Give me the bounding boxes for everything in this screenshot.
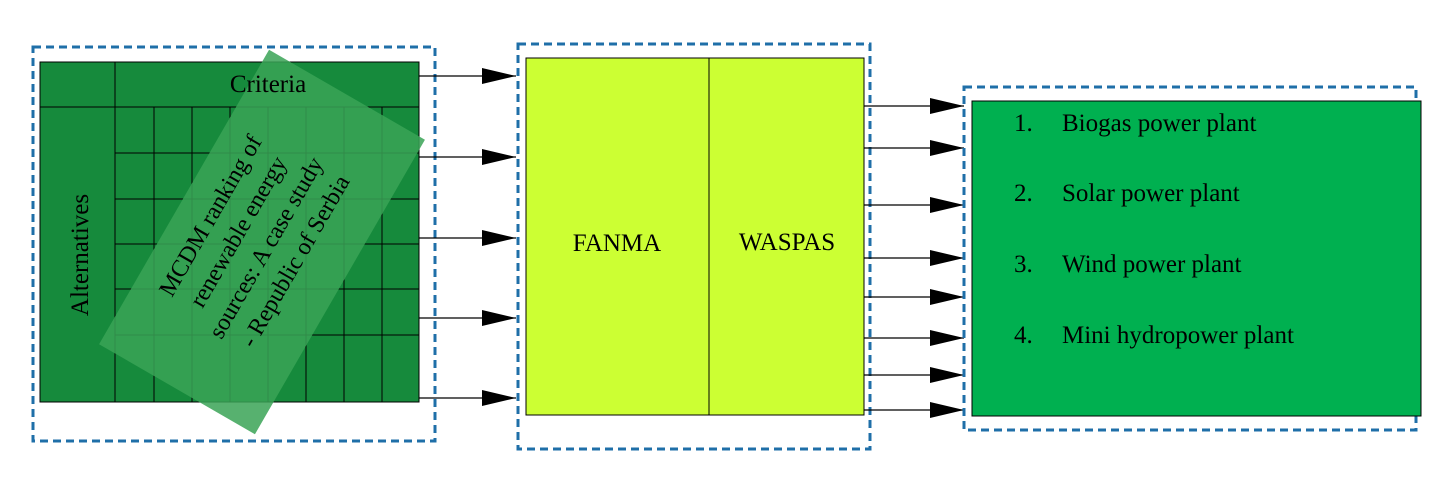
waspas-label: WASPAS: [739, 229, 835, 256]
rank-number-1: 1.: [1014, 110, 1033, 137]
arrows-matrix-to-methods: [419, 68, 516, 406]
matrix-group-border: [31, 45, 437, 443]
rank-number-3: 3.: [1014, 251, 1033, 278]
rank-number-2: 2.: [1014, 180, 1033, 207]
arrows-methods-to-results: [864, 98, 964, 418]
decision-matrix: MCDM ranking of renewable energy sources…: [39, 49, 425, 435]
ranking-list: 1. Biogas power plant 2. Solar power pla…: [1014, 110, 1294, 349]
svg-text:MCDM ranking of renewa: MCDM ranking of renewable energy sources…: [149, 116, 360, 359]
overlay-title: MCDM ranking of renewable energy sources…: [99, 49, 425, 435]
results-box: [971, 100, 1422, 417]
fanma-label: FANMA: [573, 230, 661, 257]
results-group-border: [962, 85, 1418, 432]
rank-number-4: 4.: [1014, 322, 1033, 349]
rank-label-2: Solar power plant: [1062, 180, 1240, 207]
alternatives-label: Alternatives: [67, 194, 94, 316]
methods-group-border: [516, 42, 872, 451]
criteria-label: Criteria: [230, 71, 306, 98]
rank-label-4: Mini hydropower plant: [1062, 322, 1294, 349]
methods-box: [525, 57, 865, 416]
rank-label-1: Biogas power plant: [1062, 110, 1256, 137]
rank-label-3: Wind power plant: [1062, 251, 1242, 278]
